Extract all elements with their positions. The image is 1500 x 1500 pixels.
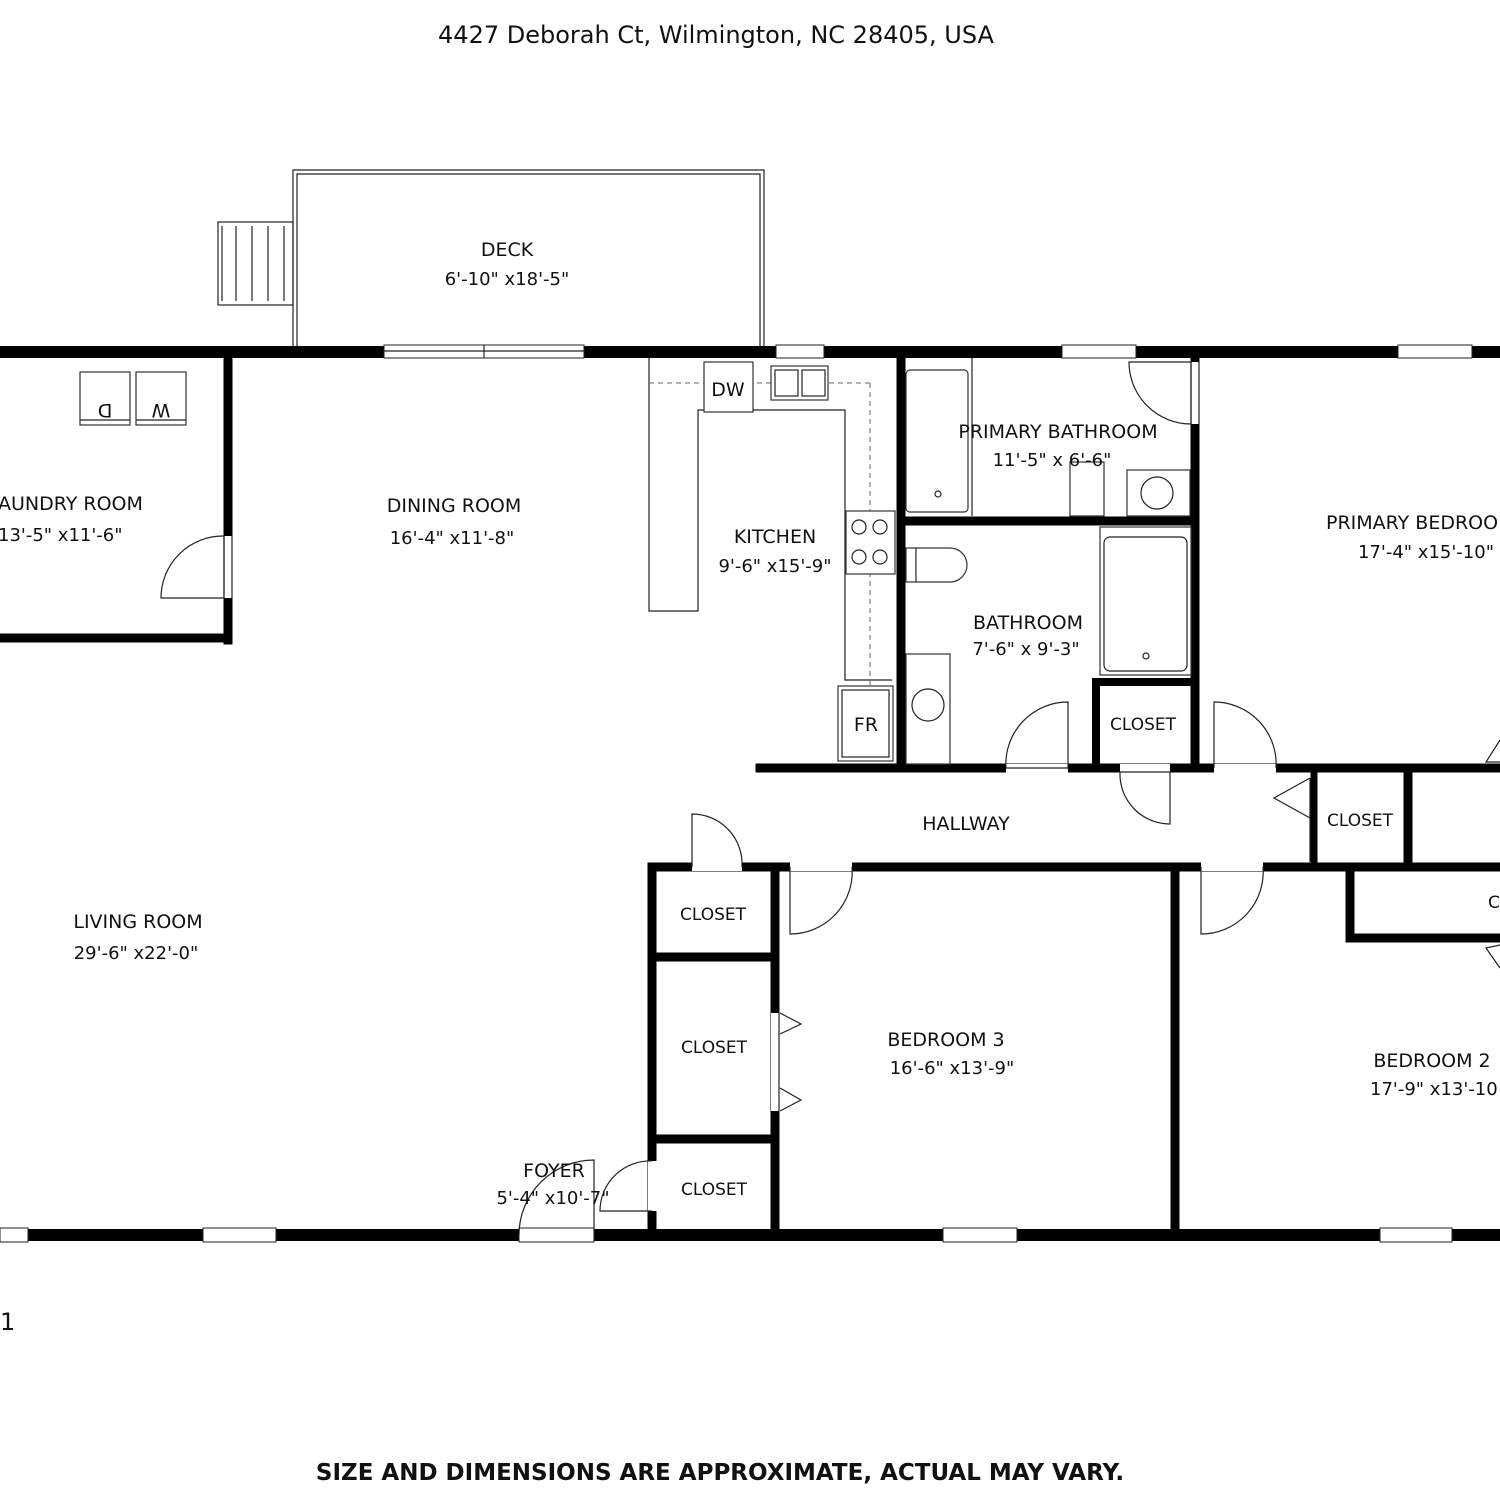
closet-label: CLOSET [680,905,747,925]
washer-icon [135,371,187,426]
range-icon [845,510,896,575]
kitchen-dims: 9'-6" x15'-9" [718,556,831,577]
dining-dims: 16'-4" x11'-8" [390,528,515,549]
top-wall-windows [383,344,1473,359]
dishwasher-icon [703,361,754,413]
bathroom-name: BATHROOM [973,612,1083,634]
bedroom3-dims: 16'-6" x13'-9" [890,1058,1015,1079]
doors [160,361,1500,1236]
deck-name: DECK [481,239,534,261]
floor-marker: 1 [0,1308,15,1336]
primary-bath-dims: 11'-5" x 6'-6" [993,450,1112,471]
foyer-name: FOYER [523,1160,585,1182]
foyer-dims: 5'-4" x10'-7" [496,1188,609,1209]
bedroom2-dims: 17'-9" x13'-10 [1370,1079,1498,1100]
fridge-label: FR [854,714,878,736]
bottom-wall-windows [0,1227,1453,1243]
dining-name: DINING ROOM [387,495,522,517]
dryer-label: D [98,399,113,421]
laundry-dims: 13'-5" x11'-6" [0,525,123,546]
bathtub-icon [905,369,969,513]
washer-label: W [151,399,170,421]
living-name: LIVING ROOM [73,911,202,933]
closet-label: CLOSET [681,1180,748,1200]
sink-icon [770,365,829,401]
dishwasher-label: DW [711,379,745,401]
closet-labels: CLOSET CLOSET CLOSET CLOSET CLOSET C [680,715,1500,1200]
address: 4427 Deborah Ct, Wilmington, NC 28405, U… [438,21,994,49]
closet-label: CLOSET [1327,811,1394,831]
kitchen-name: KITCHEN [734,526,816,548]
bedroom3-name: BEDROOM 3 [887,1029,1004,1051]
bedroom2-name: BEDROOM 2 [1373,1050,1490,1072]
fridge-icon [837,685,894,762]
deck [217,169,765,348]
interior-walls [0,351,1500,1236]
primary-bath-name: PRIMARY BATHROOM [958,421,1157,443]
primary-bed-dims: 17'-4" x15'-10" [1358,542,1494,563]
fixtures [79,358,1192,765]
closet-label: CLOSET [1110,715,1177,735]
appliance-labels: D W DW FR [98,379,878,736]
bathroom-dims: 7'-6" x 9'-3" [972,639,1079,660]
deck-dims: 6'-10" x18'-5" [445,269,570,290]
closet-label: C [1488,893,1500,913]
room-labels: DECK 6'-10" x18'-5" AUNDRY ROOM 13'-5" x… [0,239,1498,1209]
hallway-name: HALLWAY [922,813,1010,835]
closet-label: CLOSET [681,1038,748,1058]
living-dims: 29'-6" x22'-0" [74,943,199,964]
laundry-name: AUNDRY ROOM [0,493,143,515]
primary-bed-name: PRIMARY BEDROO [1326,512,1498,534]
dryer-icon [79,371,131,426]
disclaimer: SIZE AND DIMENSIONS ARE APPROXIMATE, ACT… [316,1460,1124,1486]
